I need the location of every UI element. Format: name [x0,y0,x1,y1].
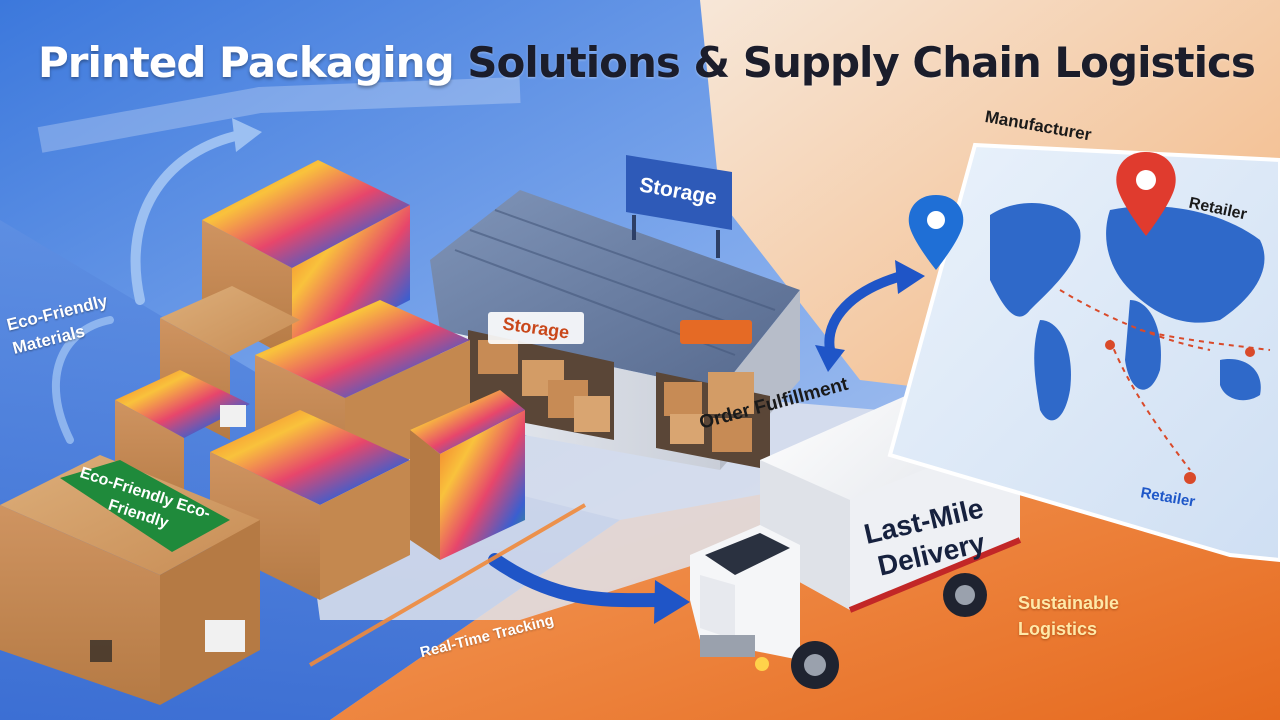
curved-arrow-icon [824,270,910,355]
title-rest: Solutions & Supply Chain Logistics [453,38,1256,87]
sustainable-logistics-label: Sustainable Logistics [1018,593,1120,639]
warehouse [430,190,800,470]
arrow-head [895,260,925,294]
map-pin-red-icon [1116,152,1176,236]
arrow-head [232,118,262,152]
light-streak [37,77,521,153]
arrow-head [815,345,845,372]
tracking-arrow-head [654,580,690,624]
curved-arrow-icon [52,316,114,444]
box-stack [0,160,525,705]
title-highlight: Printed Packaging [38,38,455,87]
map-pin-blue-icon [908,195,964,270]
route-line [308,503,587,667]
world-map [887,142,1280,563]
tracking-arrow [488,553,667,608]
storage-sign [626,155,732,258]
page-title: Printed Packaging Solutions & Supply Cha… [38,28,1258,98]
curved-arrow-icon [130,130,245,305]
